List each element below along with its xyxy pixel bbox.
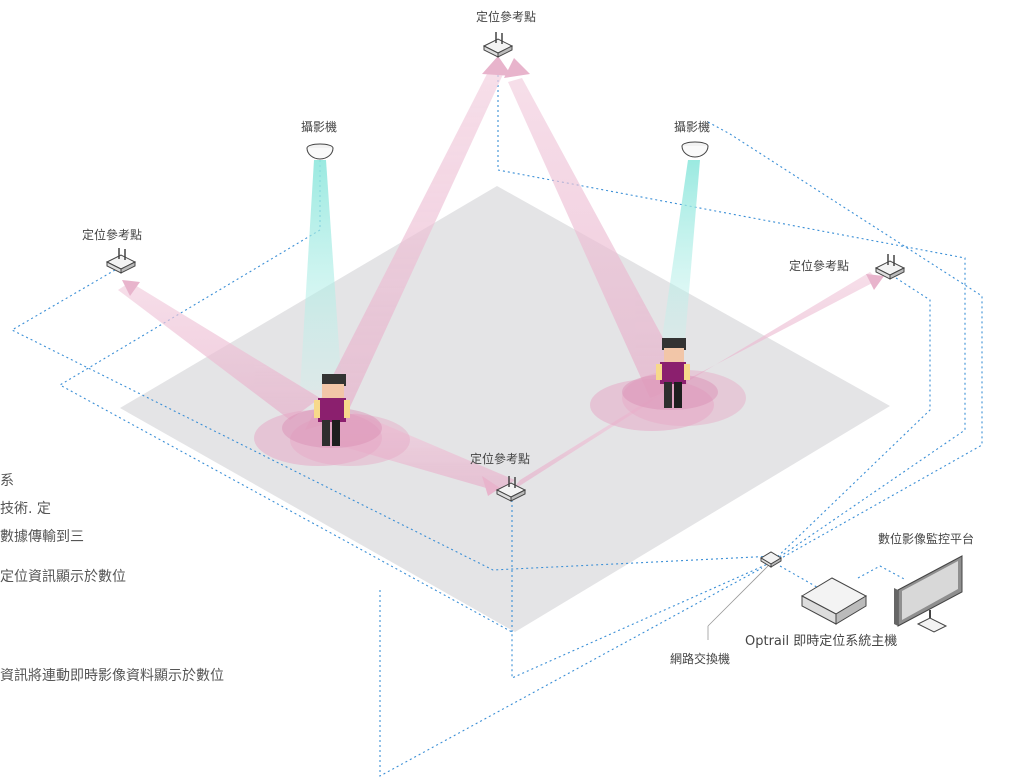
ref-point-right-label: 定位參考點 bbox=[789, 259, 850, 273]
ref-device-center bbox=[495, 476, 527, 502]
ref-device-right bbox=[874, 254, 906, 280]
camera-left-label: 攝影機 bbox=[301, 120, 338, 134]
camera-right-label: 攝影機 bbox=[674, 120, 711, 134]
network-cables bbox=[10, 40, 983, 777]
ref-point-top-label: 定位參考點 bbox=[476, 10, 537, 24]
person-left bbox=[314, 374, 350, 446]
switch-leader-line bbox=[707, 565, 769, 627]
description-line-2: 技術. 定 bbox=[0, 501, 51, 517]
description-line-1: 系 bbox=[0, 473, 14, 489]
switch-icon bbox=[760, 551, 782, 568]
monitor-icon bbox=[894, 555, 963, 633]
person-right bbox=[656, 338, 690, 408]
monitor-platform-label: 數位影像監控平台 bbox=[878, 532, 975, 546]
camera-right-beam bbox=[660, 160, 700, 352]
ref-point-center-label: 定位參考點 bbox=[470, 452, 531, 466]
description-line-3: 數據傳輸到三 bbox=[0, 529, 84, 545]
position-rings bbox=[254, 370, 746, 466]
description-line-4: 定位資訊顯示於數位 bbox=[0, 569, 126, 585]
camera-left-beam bbox=[300, 160, 342, 390]
camera-left-icon bbox=[306, 143, 334, 160]
server-icon bbox=[800, 577, 868, 625]
ref-device-top bbox=[482, 32, 514, 58]
positioning-beams bbox=[118, 68, 878, 492]
server-label: Optrail 即時定位系統主機 bbox=[745, 634, 898, 649]
ref-device-left bbox=[105, 248, 137, 274]
camera-right-icon bbox=[681, 141, 709, 158]
switch-label: 網路交換機 bbox=[670, 652, 731, 666]
beam-arrowheads bbox=[122, 56, 884, 496]
description-line-5: 資訊將連動即時影像資料顯示於數位 bbox=[0, 668, 224, 684]
ref-point-left-label: 定位參考點 bbox=[82, 228, 143, 242]
